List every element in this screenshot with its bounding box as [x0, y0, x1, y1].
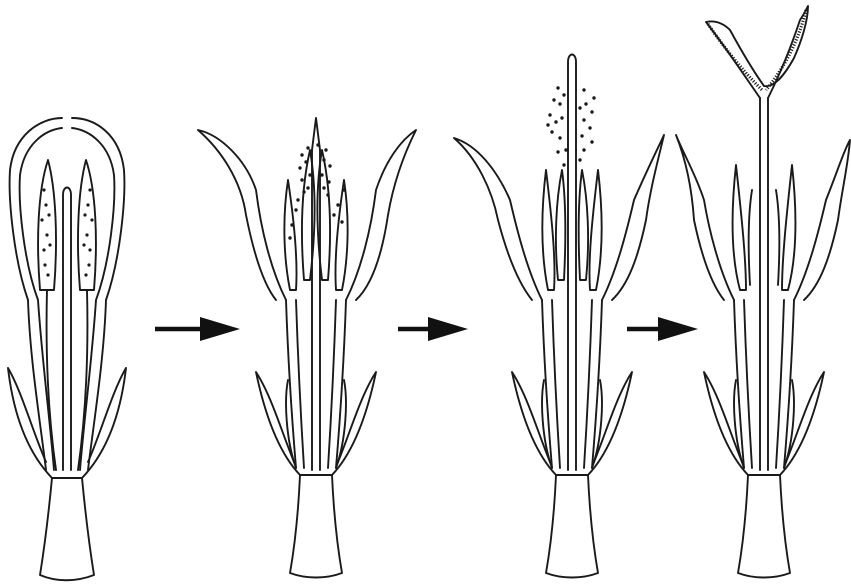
stage-1-closed-bud: [8, 118, 126, 580]
stage-3-pollen-on-style: [454, 55, 664, 578]
stage-2-pollen-release: [198, 118, 416, 578]
pollen-grains: [546, 86, 595, 166]
stage-4-stigma-open: [676, 6, 850, 578]
arrow-1: [155, 317, 240, 341]
arrow-3: [627, 317, 698, 341]
pollen-grains: [40, 188, 93, 276]
arrow-2: [398, 317, 468, 341]
